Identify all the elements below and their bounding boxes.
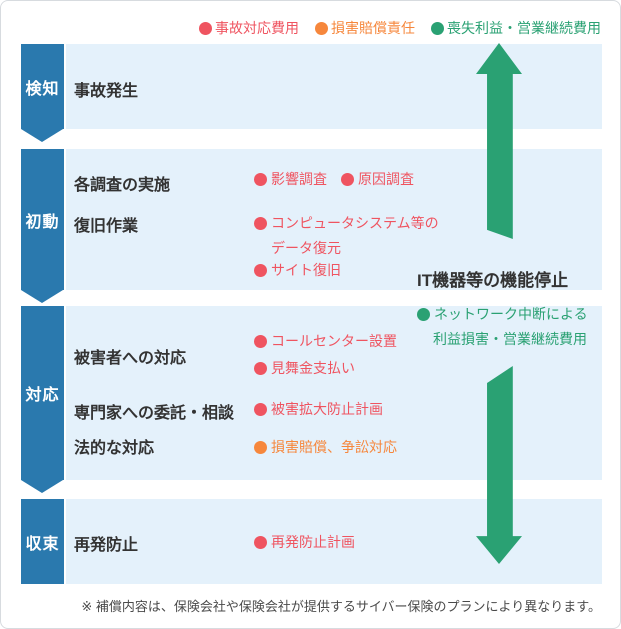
bullet-cause-survey: 原因調査 bbox=[341, 169, 414, 189]
bullet-line-damage-prevention: 被害拡大防止計画 bbox=[254, 399, 383, 419]
phase-label-text: 初動 bbox=[25, 213, 60, 231]
down-arrow-tip-icon bbox=[21, 129, 63, 142]
legend: 事故対応費用 損害賠償責任 喪失利益・営業継続費用 bbox=[199, 18, 601, 38]
bullet-network-interruption: ネットワーク中断による bbox=[417, 304, 588, 324]
legend-label: 喪失利益・営業継続費用 bbox=[447, 20, 601, 36]
bullet-line-computer-restore: コンピュータシステム等の bbox=[254, 213, 439, 233]
bullet-text: ネットワーク中断による bbox=[434, 306, 588, 322]
orange-dot-icon bbox=[254, 440, 267, 454]
bullet-text: 見舞金支払い bbox=[271, 360, 355, 376]
bullet-text: コールセンター設置 bbox=[271, 333, 397, 349]
bullet-damage-prevention-plan: 被害拡大防止計画 bbox=[254, 399, 383, 419]
down-arrow-tip-icon bbox=[21, 480, 63, 493]
legend-item-liability: 損害賠償責任 bbox=[315, 18, 415, 38]
phase-label-response: 対応 bbox=[21, 306, 64, 480]
red-dot-icon bbox=[254, 402, 267, 416]
step-title-investigations: 各調査の実施 bbox=[74, 177, 171, 194]
bullet-call-center: コールセンター設置 bbox=[254, 331, 397, 351]
step-title-recovery-work: 復旧作業 bbox=[74, 218, 139, 235]
down-arrow-tip-icon bbox=[21, 290, 63, 303]
phase-label-resolution: 収束 bbox=[21, 499, 64, 584]
bullet-text: 被害拡大防止計画 bbox=[271, 401, 383, 417]
bullet-condolence-payment: 見舞金支払い bbox=[254, 358, 355, 378]
phase-label-text: 検知 bbox=[25, 80, 60, 98]
green-dot-icon bbox=[417, 307, 430, 321]
step-title-victim-response: 被害者への対応 bbox=[74, 350, 187, 367]
legend-item-lost-profit: 喪失利益・営業継続費用 bbox=[431, 18, 601, 38]
bullet-continuation-data-restore: データ復元 bbox=[271, 240, 341, 256]
phase-label-text: 対応 bbox=[25, 387, 60, 404]
legend-label: 損害賠償責任 bbox=[331, 20, 415, 36]
red-dot-icon bbox=[254, 535, 267, 549]
phase-label-detection: 検知 bbox=[21, 44, 64, 129]
bullet-computer-restore: コンピュータシステム等の bbox=[254, 213, 439, 233]
band-resolution: 再発防止 再発防止計画 bbox=[66, 499, 602, 584]
bullet-line-condolence: 見舞金支払い bbox=[254, 358, 355, 378]
bullet-line-liability: 損害賠償、争訟対応 bbox=[254, 437, 397, 457]
red-dot-icon bbox=[199, 21, 212, 35]
bullet-text: 原因調査 bbox=[358, 171, 414, 187]
band-detection: 事故発生 bbox=[66, 44, 602, 129]
step-title-legal-response: 法的な対応 bbox=[74, 440, 155, 457]
bullet-liability-litigation: 損害賠償、争訟対応 bbox=[254, 437, 397, 457]
legend-label: 事故対応費用 bbox=[215, 20, 299, 36]
green-dot-icon bbox=[431, 21, 444, 35]
phase-label-initial: 初動 bbox=[21, 149, 64, 290]
red-dot-icon bbox=[254, 361, 267, 375]
bullet-line-network-interruption: ネットワーク中断による bbox=[417, 304, 588, 324]
bullet-site-recovery: サイト復旧 bbox=[254, 260, 341, 280]
it-function-stop-title: IT機器等の機能停止 bbox=[417, 271, 569, 290]
bullet-text: サイト復旧 bbox=[271, 262, 341, 278]
legend-item-incident-cost: 事故対応費用 bbox=[199, 18, 299, 38]
step-title-expert-consult: 専門家への委託・相談 bbox=[74, 405, 235, 422]
red-dot-icon bbox=[254, 263, 267, 277]
step-title-incident-occurs: 事故発生 bbox=[74, 83, 139, 100]
red-dot-icon bbox=[341, 172, 354, 186]
bullet-text: 再発防止計画 bbox=[271, 534, 355, 550]
bullet-line-site-recovery: サイト復旧 bbox=[254, 260, 341, 280]
bullet-text: コンピュータシステム等の bbox=[271, 215, 439, 231]
step-title-recurrence-prevention: 再発防止 bbox=[74, 537, 139, 554]
bullet-recurrence-prevention-plan: 再発防止計画 bbox=[254, 532, 355, 552]
bullet-impact-survey: 影響調査 bbox=[254, 169, 327, 189]
phase-label-text: 収束 bbox=[25, 535, 60, 553]
red-dot-icon bbox=[254, 172, 267, 186]
bullet-text: 損害賠償、争訟対応 bbox=[271, 439, 397, 455]
bullet-continuation-profit-loss: 利益損害・営業継続費用 bbox=[433, 331, 587, 347]
footer-disclaimer: ※ 補償内容は、保険会社や保険会社が提供するサイバー保険のプランにより異なります… bbox=[81, 599, 601, 614]
red-dot-icon bbox=[254, 216, 267, 230]
bullet-line-call-center: コールセンター設置 bbox=[254, 331, 397, 351]
bullet-text: 影響調査 bbox=[271, 171, 327, 187]
bullet-line-investigations: 影響調査 原因調査 bbox=[254, 169, 414, 189]
bullet-line-recurrence-plan: 再発防止計画 bbox=[254, 532, 355, 552]
red-dot-icon bbox=[254, 334, 267, 348]
orange-dot-icon bbox=[315, 21, 328, 35]
